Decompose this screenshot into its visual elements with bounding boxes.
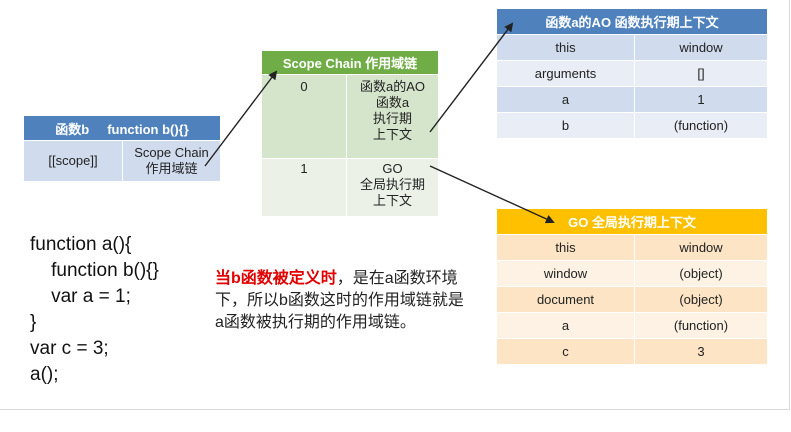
- go-key: window: [497, 260, 635, 287]
- scope-chain-row: 0 函数a的AO 函数a 执行期 上下文: [262, 74, 438, 159]
- go-value: (object): [634, 286, 767, 313]
- go-key: this: [497, 234, 635, 261]
- go-key: c: [497, 338, 635, 364]
- go-value: 3: [634, 338, 767, 364]
- scope-chain-entry-line: 函数a: [375, 95, 410, 110]
- code-line: function a(){: [30, 234, 132, 255]
- function-b-scope-key: [[scope]]: [24, 140, 123, 181]
- ao-table-row: this window: [497, 34, 767, 61]
- ao-table-row: b (function): [497, 112, 767, 138]
- scope-chain-entry-line: 上下文: [372, 127, 412, 142]
- ao-value: 1: [634, 86, 767, 113]
- ao-value: []: [634, 60, 767, 87]
- function-b-table-header: 函数b function b(){}: [24, 116, 220, 141]
- function-b-scope-value: Scope Chain 作用域链: [122, 140, 220, 181]
- explanation-text: ，是在a函数环境下，所以b函数这时的作用域链就是a函数被执行期的作用域链。: [215, 270, 464, 331]
- go-value: window: [634, 234, 767, 261]
- code-line: var c = 3;: [30, 338, 109, 359]
- explanation-note: 当b函数被定义时，是在a函数环境下，所以b函数这时的作用域链就是a函数被执行期的…: [215, 268, 470, 334]
- ao-value: (function): [634, 112, 767, 138]
- scope-chain-entry: GO 全局执行期 上下文: [346, 158, 438, 216]
- code-line: }: [30, 312, 37, 333]
- go-table-row: a (function): [497, 312, 767, 339]
- go-value: (function): [634, 312, 767, 339]
- ao-key: arguments: [497, 60, 635, 87]
- go-key: document: [497, 286, 635, 313]
- scope-chain-entry-line: 函数a的AO: [359, 79, 425, 94]
- go-table: GO 全局执行期上下文 this window window (object) …: [497, 209, 767, 364]
- ao-key: b: [497, 112, 635, 138]
- scope-chain-entry: 函数a的AO 函数a 执行期 上下文: [346, 74, 438, 159]
- function-b-scope-value-line: 作用域链: [145, 161, 198, 176]
- go-table-row: document (object): [497, 286, 767, 313]
- scope-chain-entry-line: GO: [382, 161, 403, 176]
- go-table-row: c 3: [497, 338, 767, 364]
- go-table-row: this window: [497, 234, 767, 261]
- function-b-table: 函数b function b(){} [[scope]] Scope Chain…: [24, 116, 220, 181]
- scope-chain-row: 1 GO 全局执行期 上下文: [262, 158, 438, 216]
- scope-chain-entry-line: 执行期: [372, 111, 412, 126]
- explanation-highlight: 当b函数被定义时: [215, 270, 337, 287]
- scope-chain-entry-line: 全局执行期: [359, 177, 425, 192]
- scope-chain-table-header: Scope Chain 作用域链: [262, 51, 438, 75]
- ao-table-row: arguments []: [497, 60, 767, 87]
- ao-table-header: 函数a的AO 函数执行期上下文: [497, 9, 767, 35]
- arrow-b-to-scope-chain: [204, 70, 278, 167]
- scope-chain-index: 1: [262, 158, 347, 216]
- code-snippet: function a(){ function b(){} var a = 1; …: [30, 232, 159, 388]
- function-b-header-code: function b(){}: [107, 121, 189, 137]
- function-b-header-name: 函数b: [55, 121, 90, 137]
- go-table-row: window (object): [497, 260, 767, 287]
- go-value: (object): [634, 260, 767, 287]
- go-key: a: [497, 312, 635, 339]
- scope-chain-index: 0: [262, 74, 347, 159]
- ao-key: this: [497, 34, 635, 61]
- function-b-scope-value-line: Scope Chain: [134, 145, 209, 160]
- ao-key: a: [497, 86, 635, 113]
- ao-value: window: [634, 34, 767, 61]
- scope-chain-entry-line: 上下文: [372, 193, 412, 208]
- go-table-header: GO 全局执行期上下文: [497, 209, 767, 235]
- arrow-scope0-to-ao: [429, 22, 514, 133]
- code-line: function b(){}: [30, 260, 159, 281]
- code-line: var a = 1;: [30, 286, 131, 307]
- slide-frame: [0, 0, 790, 410]
- ao-table: 函数a的AO 函数执行期上下文 this window arguments []…: [497, 9, 767, 138]
- scope-chain-table: Scope Chain 作用域链 0 函数a的AO 函数a 执行期 上下文 1 …: [262, 51, 438, 216]
- code-line: a();: [30, 364, 59, 385]
- arrow-scope1-to-go: [429, 165, 555, 224]
- ao-table-row: a 1: [497, 86, 767, 113]
